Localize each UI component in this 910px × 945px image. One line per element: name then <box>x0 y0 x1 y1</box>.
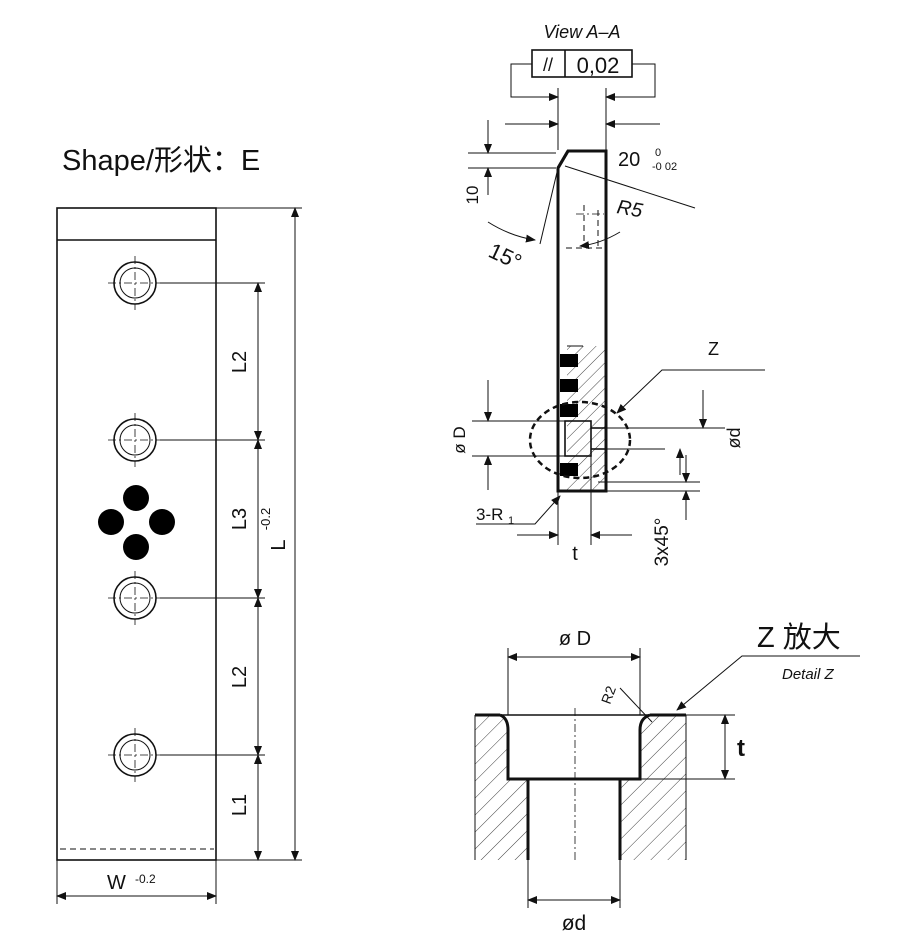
dim-20-upper: 0 <box>655 147 661 159</box>
dim-phiD: ø D <box>450 426 469 453</box>
section-view: View A–A // 0,02 20 0 -0 02 R5 10 <box>450 22 765 566</box>
screw-hole-1 <box>108 256 162 310</box>
detail-dim-t: t <box>737 735 745 762</box>
detail-dim-phid: ød <box>562 912 587 935</box>
detail-circle <box>528 400 632 480</box>
four-dot-pattern <box>98 485 175 560</box>
parallel-symbol: // <box>543 55 553 75</box>
dim-L-tolerance: -0.2 <box>258 508 273 530</box>
dim-20: 20 <box>618 149 640 171</box>
shape-label: Shape/形状：E <box>62 144 260 177</box>
view-title: View A–A <box>543 22 620 42</box>
dim-3R-subscript: 1 <box>508 515 514 527</box>
dim-20-lower: -0 02 <box>652 161 677 173</box>
dim-W-tolerance: -0.2 <box>135 872 156 886</box>
dim-t: t <box>572 543 578 565</box>
detail-title: Z 放大 <box>757 621 841 654</box>
detail-subtitle: Detail Z <box>782 666 835 683</box>
dim-10: 10 <box>463 186 482 205</box>
dim-phid: ød <box>724 427 744 448</box>
label-Z: Z <box>708 339 719 359</box>
dim-3x45: 3x45° <box>652 518 673 567</box>
dim-L2-bottom-label: L2 <box>229 666 251 688</box>
detail-dim-phiD: ø D <box>559 628 591 650</box>
screw-hole-4 <box>108 728 162 782</box>
dim-L1-label: L1 <box>229 794 251 816</box>
detail-dim-R2: R2 <box>598 684 619 706</box>
plate-outline <box>56 207 217 861</box>
dim-W-label: W <box>107 872 126 894</box>
dim-L3-label: L3 <box>229 508 251 530</box>
dim-L2-top-label: L2 <box>229 351 251 373</box>
detail-view: Z 放大 Detail Z ø D R2 t ød <box>474 621 860 935</box>
dim-R5: R5 <box>615 196 645 222</box>
dim-3R: 3-R <box>476 505 503 524</box>
screw-hole-3 <box>108 571 162 625</box>
screw-hole-2 <box>108 413 162 467</box>
parallel-tolerance: 0,02 <box>577 53 620 78</box>
front-view: L2 L3 L2 L1 L -0.2 W -0.2 <box>56 207 302 904</box>
dim-L-label: L <box>268 539 290 550</box>
dim-15deg: 15° <box>485 238 526 275</box>
